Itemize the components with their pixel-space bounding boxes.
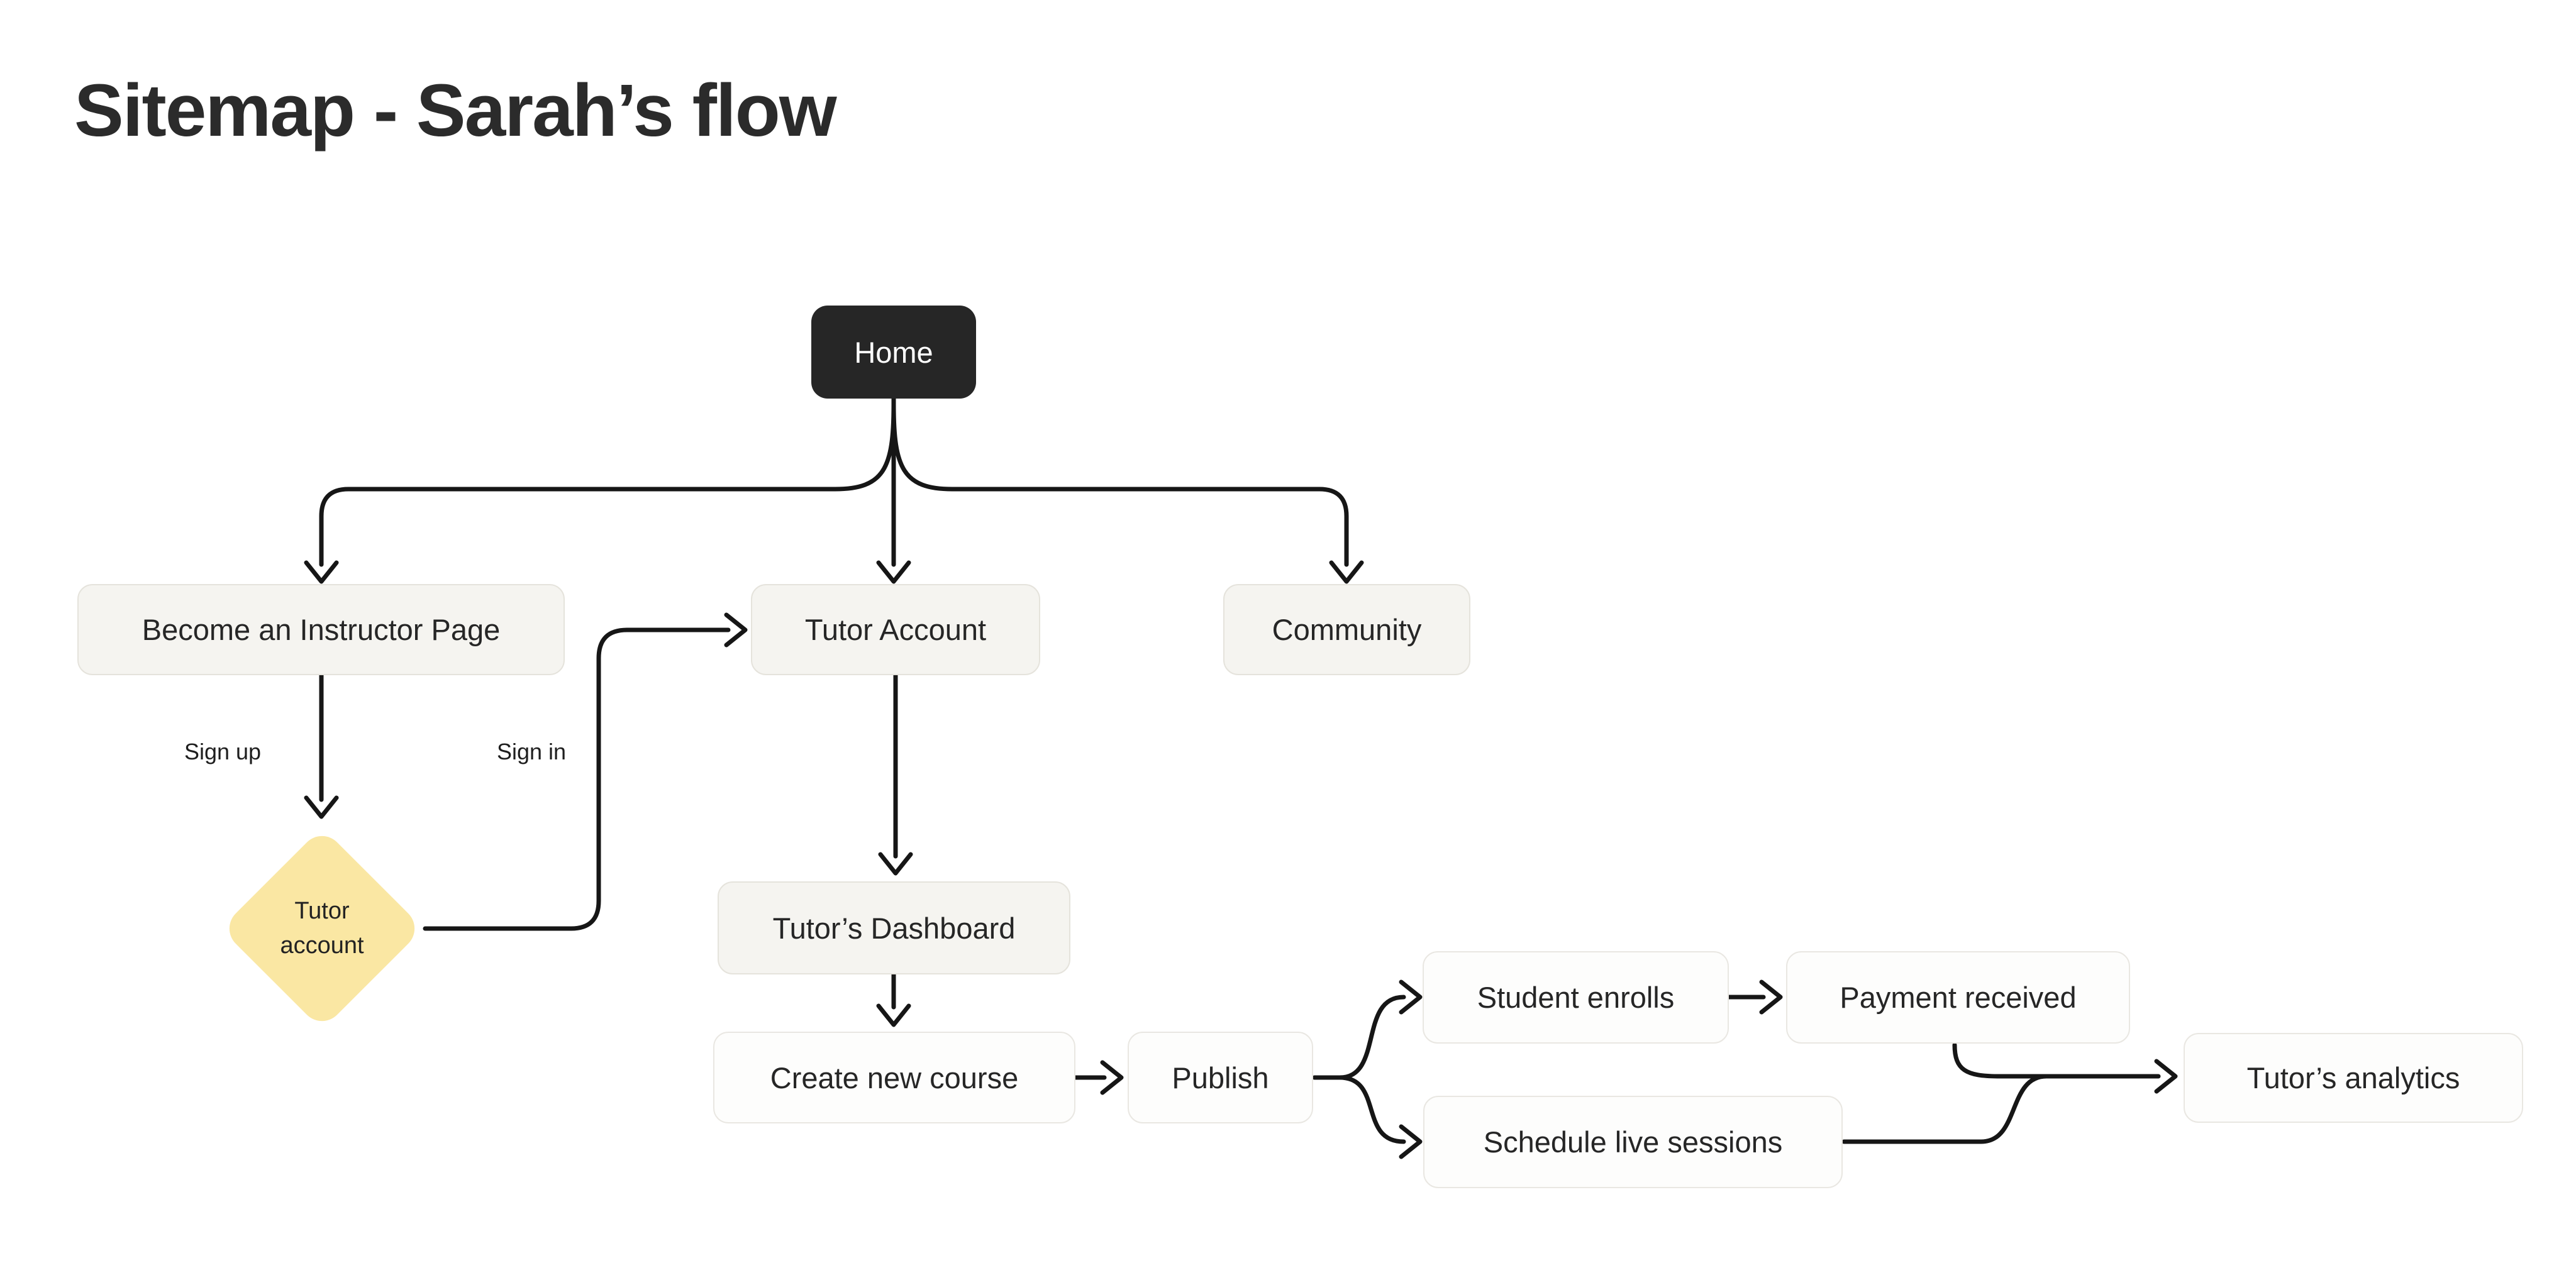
node-tutors-analytics[interactable]: Tutor’s analytics <box>2184 1033 2523 1123</box>
node-community-label: Community <box>1272 613 1422 646</box>
node-payment-received-label: Payment received <box>1840 981 2077 1014</box>
node-create-new-course[interactable]: Create new course <box>713 1032 1075 1123</box>
node-tutors-dashboard-label: Tutor’s Dashboard <box>772 911 1016 945</box>
node-become-instructor-label: Become an Instructor Page <box>142 613 501 646</box>
node-payment-received[interactable]: Payment received <box>1786 951 2130 1044</box>
node-home-label: Home <box>854 335 933 369</box>
edge-home-right <box>891 402 1349 567</box>
node-tutor-account-diamond-label: Tutor account <box>280 897 364 959</box>
node-become-instructor[interactable]: Become an Instructor Page <box>77 584 565 675</box>
edge-payment-analytics <box>1952 1042 2161 1079</box>
edge-publish-up <box>1337 995 1406 1080</box>
edge-label-sign-in: Sign in <box>496 739 567 764</box>
node-tutors-dashboard[interactable]: Tutor’s Dashboard <box>718 881 1070 974</box>
edge-schedule-analytics <box>1841 1074 2049 1144</box>
node-create-new-course-label: Create new course <box>770 1061 1019 1095</box>
node-home[interactable]: Home <box>811 306 976 399</box>
node-student-enrolls[interactable]: Student enrolls <box>1423 951 1729 1044</box>
node-tutor-account[interactable]: Tutor Account <box>751 584 1040 675</box>
node-community[interactable]: Community <box>1223 584 1470 675</box>
edge-publish-down <box>1337 1075 1406 1144</box>
node-schedule-live-sessions[interactable]: Schedule live sessions <box>1423 1096 1843 1188</box>
page-title: Sitemap - Sarah’s flow <box>74 69 837 152</box>
node-tutors-analytics-label: Tutor’s analytics <box>2246 1061 2460 1095</box>
node-publish-label: Publish <box>1172 1061 1269 1095</box>
node-tutor-account-label: Tutor Account <box>804 613 987 646</box>
node-publish[interactable]: Publish <box>1128 1032 1313 1123</box>
node-tutor-account-diamond[interactable]: Tutor account <box>220 827 424 1030</box>
node-student-enrolls-label: Student enrolls <box>1477 981 1675 1014</box>
edge-label-sign-up: Sign up <box>184 739 262 764</box>
node-schedule-live-sessions-label: Schedule live sessions <box>1483 1125 1783 1159</box>
edge-home-left <box>319 402 896 567</box>
